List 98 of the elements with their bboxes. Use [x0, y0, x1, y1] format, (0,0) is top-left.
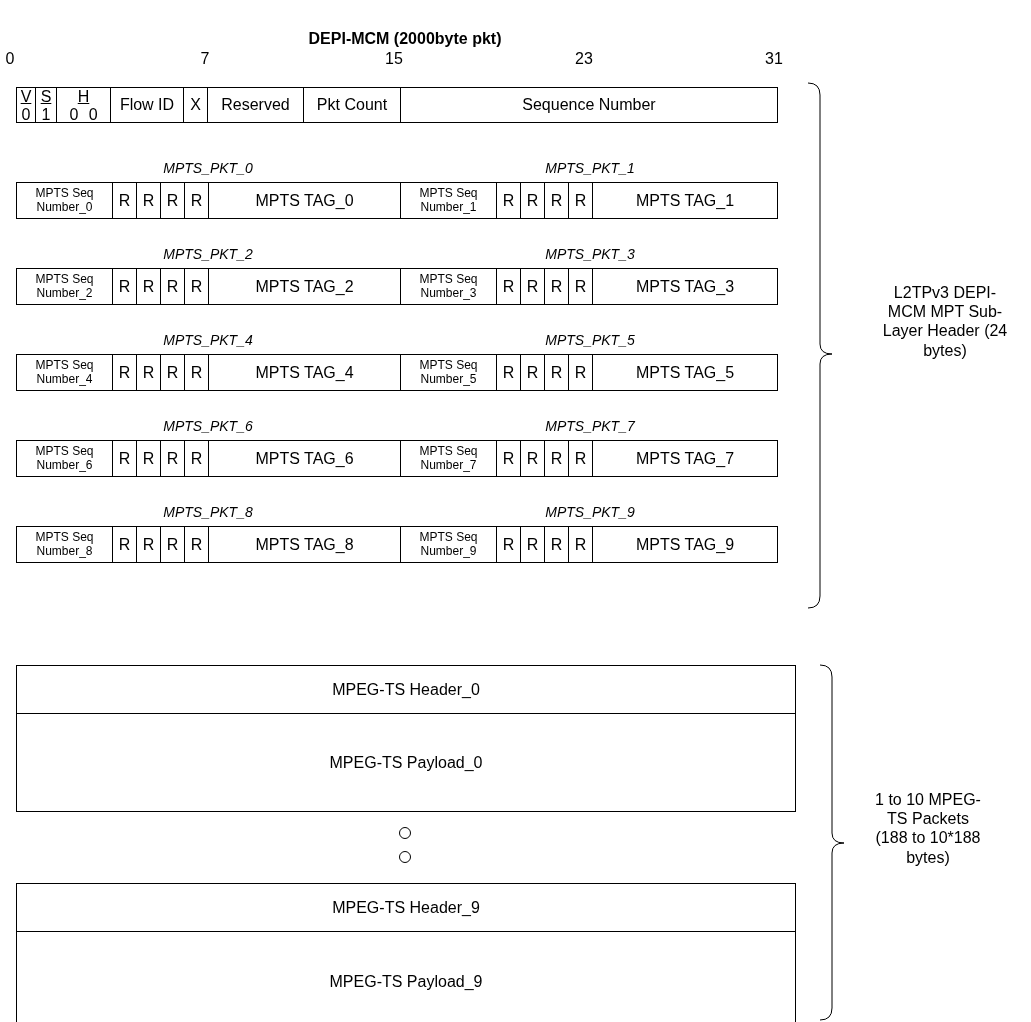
header-field [16, 87, 36, 123]
tag-field: MPTS TAG_9 [592, 526, 778, 563]
reserved-bit-field: R [160, 268, 185, 305]
reserved-bit-field: R [496, 440, 521, 477]
sequence-field: MPTS Seq Number_9 [400, 526, 497, 563]
packet-name: MPTS_PKT_9 [545, 504, 635, 520]
sequence-field: MPTS Seq Number_5 [400, 354, 497, 391]
bit-number: 31 [765, 50, 783, 68]
header-field: Pkt Count [303, 87, 401, 123]
bit-number: 15 [385, 50, 403, 68]
tag-field: MPTS TAG_5 [592, 354, 778, 391]
header-field [35, 87, 57, 123]
packet-name: MPTS_PKT_6 [163, 418, 253, 434]
reserved-bit-field: R [496, 182, 521, 219]
reserved-bit-field: R [568, 182, 593, 219]
tag-field: MPTS TAG_6 [208, 440, 401, 477]
reserved-bit-field: R [112, 526, 137, 563]
reserved-bit-field: R [496, 526, 521, 563]
reserved-bit-field: R [136, 526, 161, 563]
sequence-field: MPTS Seq Number_0 [16, 182, 113, 219]
field-name: S [40, 88, 52, 106]
reserved-bit-field: R [544, 440, 569, 477]
reserved-bit-field: R [184, 354, 209, 391]
header-field [56, 87, 111, 123]
reserved-bit-field: R [520, 440, 545, 477]
bit-value: 0 [21, 105, 31, 124]
packet-field: MPEG-TS Payload_0 [16, 713, 796, 812]
reserved-bit-field: R [136, 182, 161, 219]
reserved-bit-field: R [520, 354, 545, 391]
reserved-bit-field: R [112, 440, 137, 477]
brace-annotation: 1 to 10 MPEG-TS Packets (188 to 10*188 bytes) [874, 790, 982, 867]
reserved-bit-field: R [112, 268, 137, 305]
reserved-bit-field: R [568, 526, 593, 563]
packet-name: MPTS_PKT_4 [163, 332, 253, 348]
packet-field: MPEG-TS Payload_9 [16, 931, 796, 1022]
reserved-bit-field: R [496, 354, 521, 391]
packet-name: MPTS_PKT_3 [545, 246, 635, 262]
field-name: H [77, 88, 90, 106]
packet-name: MPTS_PKT_5 [545, 332, 635, 348]
reserved-bit-field: R [184, 440, 209, 477]
bit-number: 7 [200, 50, 210, 68]
bit-value: 1 [41, 105, 51, 124]
packet-name: MPTS_PKT_2 [163, 246, 253, 262]
packet-field: MPEG-TS Header_9 [16, 883, 796, 932]
reserved-bit-field: R [160, 182, 185, 219]
field-name: V [20, 88, 32, 106]
reserved-bit-field: R [136, 354, 161, 391]
diagram-title: DEPI-MCM (2000byte pkt) [308, 30, 502, 48]
reserved-bit-field: R [496, 268, 521, 305]
reserved-bit-field: R [520, 526, 545, 563]
reserved-bit-field: R [160, 526, 185, 563]
reserved-bit-field: R [568, 354, 593, 391]
small-circle [399, 851, 411, 863]
tag-field: MPTS TAG_4 [208, 354, 401, 391]
sequence-field: MPTS Seq Number_2 [16, 268, 113, 305]
reserved-bit-field: R [520, 268, 545, 305]
sequence-field: MPTS Seq Number_3 [400, 268, 497, 305]
small-circle [399, 827, 411, 839]
packet-field: MPEG-TS Header_0 [16, 665, 796, 714]
reserved-bit-field: R [520, 182, 545, 219]
sequence-field: MPTS Seq Number_1 [400, 182, 497, 219]
bit-number: 0 [5, 50, 15, 68]
reserved-bit-field: R [544, 268, 569, 305]
bit-number: 23 [575, 50, 593, 68]
sequence-field: MPTS Seq Number_4 [16, 354, 113, 391]
packet-name: MPTS_PKT_0 [163, 160, 253, 176]
header-field: Flow ID [110, 87, 184, 123]
header-field: Sequence Number [400, 87, 778, 123]
tag-field: MPTS TAG_3 [592, 268, 778, 305]
reserved-bit-field: R [568, 268, 593, 305]
reserved-bit-field: R [136, 268, 161, 305]
tag-field: MPTS TAG_2 [208, 268, 401, 305]
packet-name: MPTS_PKT_8 [163, 504, 253, 520]
bit-value: 0 0 [69, 105, 98, 124]
reserved-bit-field: R [184, 268, 209, 305]
sequence-field: MPTS Seq Number_6 [16, 440, 113, 477]
reserved-bit-field: R [160, 440, 185, 477]
reserved-bit-field: R [184, 182, 209, 219]
reserved-bit-field: R [112, 182, 137, 219]
header-field: X [183, 87, 208, 123]
reserved-bit-field: R [568, 440, 593, 477]
reserved-bit-field: R [136, 440, 161, 477]
reserved-bit-field: R [112, 354, 137, 391]
packet-name: MPTS_PKT_1 [545, 160, 635, 176]
header-field: Reserved [207, 87, 304, 123]
reserved-bit-field: R [184, 526, 209, 563]
tag-field: MPTS TAG_8 [208, 526, 401, 563]
tag-field: MPTS TAG_7 [592, 440, 778, 477]
reserved-bit-field: R [544, 182, 569, 219]
tag-field: MPTS TAG_0 [208, 182, 401, 219]
packet-name: MPTS_PKT_7 [545, 418, 635, 434]
sequence-field: MPTS Seq Number_7 [400, 440, 497, 477]
sequence-field: MPTS Seq Number_8 [16, 526, 113, 563]
reserved-bit-field: R [544, 354, 569, 391]
reserved-bit-field: R [544, 526, 569, 563]
brace-annotation: L2TPv3 DEPI-MCM MPT Sub-Layer Header (24 bytes) [881, 283, 1009, 360]
tag-field: MPTS TAG_1 [592, 182, 778, 219]
reserved-bit-field: R [160, 354, 185, 391]
